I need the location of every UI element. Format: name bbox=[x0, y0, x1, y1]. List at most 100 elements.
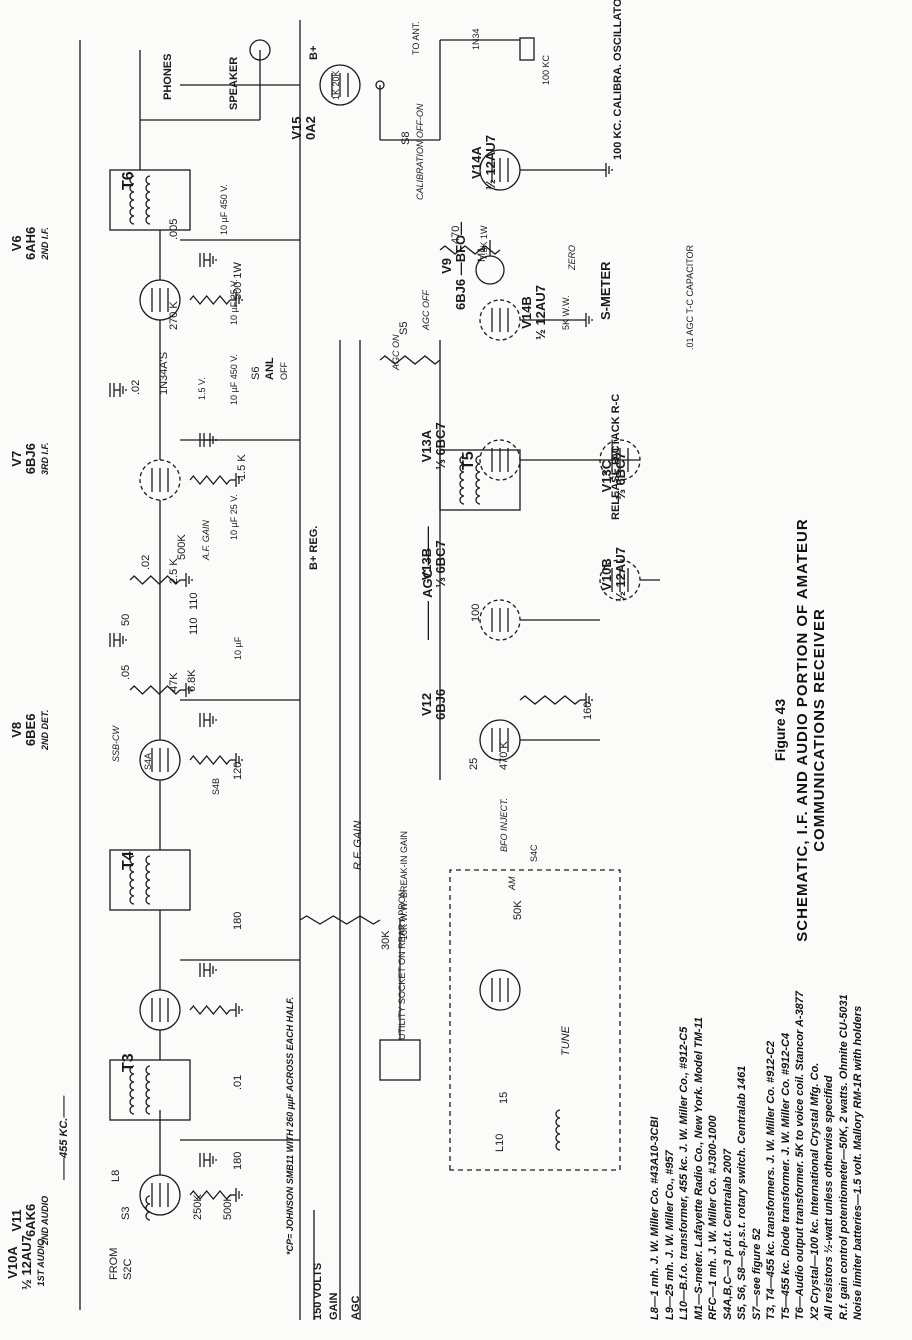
s6-label: S6 bbox=[250, 366, 262, 380]
s8-switch bbox=[375, 80, 385, 90]
transformer-0 bbox=[109, 1059, 191, 1121]
s2c-label: S2C bbox=[122, 1258, 134, 1280]
c10uf25a-label: 10 µF 25 V. bbox=[229, 494, 239, 540]
s-meter-resistor bbox=[439, 245, 501, 255]
diodes-label: 1N34A'S bbox=[158, 351, 170, 395]
r120-label: 120 bbox=[232, 761, 244, 780]
legend-line: L8—1 mh. J. W. Miller Co. #43A10-3CBI bbox=[649, 1116, 661, 1320]
figure-caption: Figure 43 SCHEMATIC, I.F. AND AUDIO PORT… bbox=[772, 370, 828, 1090]
t6-label: T6 bbox=[120, 171, 137, 190]
c005-label: .005 bbox=[168, 218, 180, 240]
transformer-winding bbox=[475, 455, 481, 505]
b-plus-label: B+ bbox=[308, 45, 320, 60]
legend-line: RFC—1 mh. J. W. Miller Co. #J300-1000 bbox=[707, 1115, 719, 1320]
s5-resistor bbox=[379, 355, 441, 365]
figure-title-line-1: SCHEMATIC, I.F. AND AUDIO PORTION OF AMA… bbox=[794, 518, 811, 942]
c01-label: .01 bbox=[232, 1074, 244, 1090]
transformer-winding bbox=[129, 855, 135, 905]
r47k-label: 47K bbox=[168, 672, 180, 692]
c25-label: 25 bbox=[468, 757, 480, 770]
resistor bbox=[189, 1004, 231, 1016]
s8-label: S8 bbox=[400, 131, 412, 145]
r160-label: 160 bbox=[582, 701, 594, 720]
l8-label: L8 bbox=[110, 1169, 122, 1182]
c50-label: 50 bbox=[120, 613, 132, 626]
c05-label: .05 bbox=[120, 664, 132, 680]
v15-tube bbox=[319, 64, 361, 106]
if-455-label: ——455 KC.—— bbox=[58, 1095, 70, 1180]
s5-label: S5 bbox=[398, 321, 410, 335]
s3-label: S3 bbox=[120, 1206, 132, 1220]
legend-line: All resistors ½-watt unless otherwise sp… bbox=[823, 1075, 835, 1320]
resistor bbox=[129, 685, 181, 695]
rf-gain-pot bbox=[299, 915, 381, 925]
calib-label: 100 KC. CALIBRA. OSCILLATOR bbox=[612, 0, 624, 160]
c10uf-label: 10 µF bbox=[233, 636, 243, 660]
agc-tc-label: .01 AGC T-C CAPACITOR bbox=[685, 244, 695, 350]
legend-line: T6—Audio output transformer. 5K to voice… bbox=[794, 990, 806, 1320]
legend-line: T5—455 kc. Diode transformer. J. W. Mill… bbox=[779, 1032, 792, 1320]
r30k-label: 30K bbox=[380, 930, 392, 950]
r500-1w-label: 500 1W bbox=[232, 262, 244, 300]
legend-line: S4A,B,C—3 p.d.t. Centralab 2007 bbox=[721, 1148, 734, 1320]
bfo-box bbox=[449, 869, 621, 1171]
s4c-label: S4C bbox=[529, 844, 539, 862]
transformer-winding bbox=[145, 1065, 151, 1115]
s-meter-label: S-METER bbox=[598, 261, 613, 321]
v9-tube bbox=[479, 969, 521, 1011]
t4-label: T4 bbox=[120, 851, 137, 870]
from-label: FROM bbox=[108, 1247, 120, 1280]
s4b-label: S4B bbox=[211, 777, 221, 795]
c100-label: 100 bbox=[470, 603, 482, 622]
c10uf450a-label: 10 µF 450 V. bbox=[219, 184, 229, 235]
calib-switch-label: CALIBRATION OFF-ON bbox=[415, 103, 425, 200]
off-label: OFF bbox=[279, 362, 289, 380]
r5kww-label: 5K W.W. bbox=[561, 295, 571, 330]
r25k-label: 2.5 K bbox=[168, 558, 180, 584]
c02a-label: .02 bbox=[140, 554, 152, 570]
r180b-label: 180 bbox=[232, 911, 244, 930]
legend-line: M1—S-meter. Lafayette Radio Co., New Yor… bbox=[692, 1017, 705, 1320]
figure-title-line-2: COMMUNICATIONS RECEIVER bbox=[811, 608, 828, 852]
r68k-label: 6.8K bbox=[186, 669, 198, 692]
legend-line: S5, S6, S8—s.p.s.t. rotary switch. Centr… bbox=[736, 1065, 748, 1320]
am-label: AM bbox=[507, 876, 517, 891]
speaker-icon bbox=[249, 39, 271, 61]
transformer-winding bbox=[145, 855, 151, 905]
legend-line: L9—25 mh. J. W. Miller Co., #957 bbox=[663, 1150, 676, 1320]
c110a-label: 110 bbox=[188, 617, 200, 635]
legend-line: L10—B.f.o. transformer, 455 kc. J. W. Mi… bbox=[678, 1026, 690, 1320]
zero-label: ZERO bbox=[567, 244, 577, 270]
s4a-label: S4A bbox=[143, 752, 153, 770]
af-gain-label: A.F. GAIN bbox=[201, 520, 211, 560]
c15-label: 15 bbox=[498, 1091, 510, 1104]
r50k-label: 50K bbox=[512, 900, 524, 920]
r75k-label: 7.5K 1W bbox=[479, 225, 489, 260]
c10uf450b-label: 10 µF 450 V. bbox=[229, 354, 239, 405]
transformer-3 bbox=[109, 169, 191, 231]
rf-gain-label: R.F. GAIN bbox=[352, 820, 364, 870]
legend-line: R.f. gain control potentiometer—50K, 2 w… bbox=[837, 994, 850, 1320]
r160-resistor bbox=[519, 695, 581, 705]
r15k-label: 1.5 K bbox=[236, 454, 248, 480]
b-reg-label: B+ REG. bbox=[308, 525, 320, 570]
tune-label: TUNE bbox=[560, 1026, 572, 1056]
transformer-1 bbox=[109, 849, 191, 911]
v150-label: 150 VOLTS bbox=[312, 1262, 324, 1320]
agc-label: AGC bbox=[350, 1295, 362, 1320]
bfo-inject-label: BFO INJECT. bbox=[499, 797, 509, 852]
r470-label: 470 bbox=[450, 225, 462, 244]
figure-number: Figure 43 bbox=[772, 698, 788, 762]
t5-label: T5 bbox=[460, 451, 477, 470]
r500k-label: 500K bbox=[176, 534, 188, 560]
r470k-label: 470 K bbox=[498, 741, 510, 770]
resistor bbox=[189, 1189, 231, 1201]
t3-label: T3 bbox=[120, 1053, 137, 1072]
